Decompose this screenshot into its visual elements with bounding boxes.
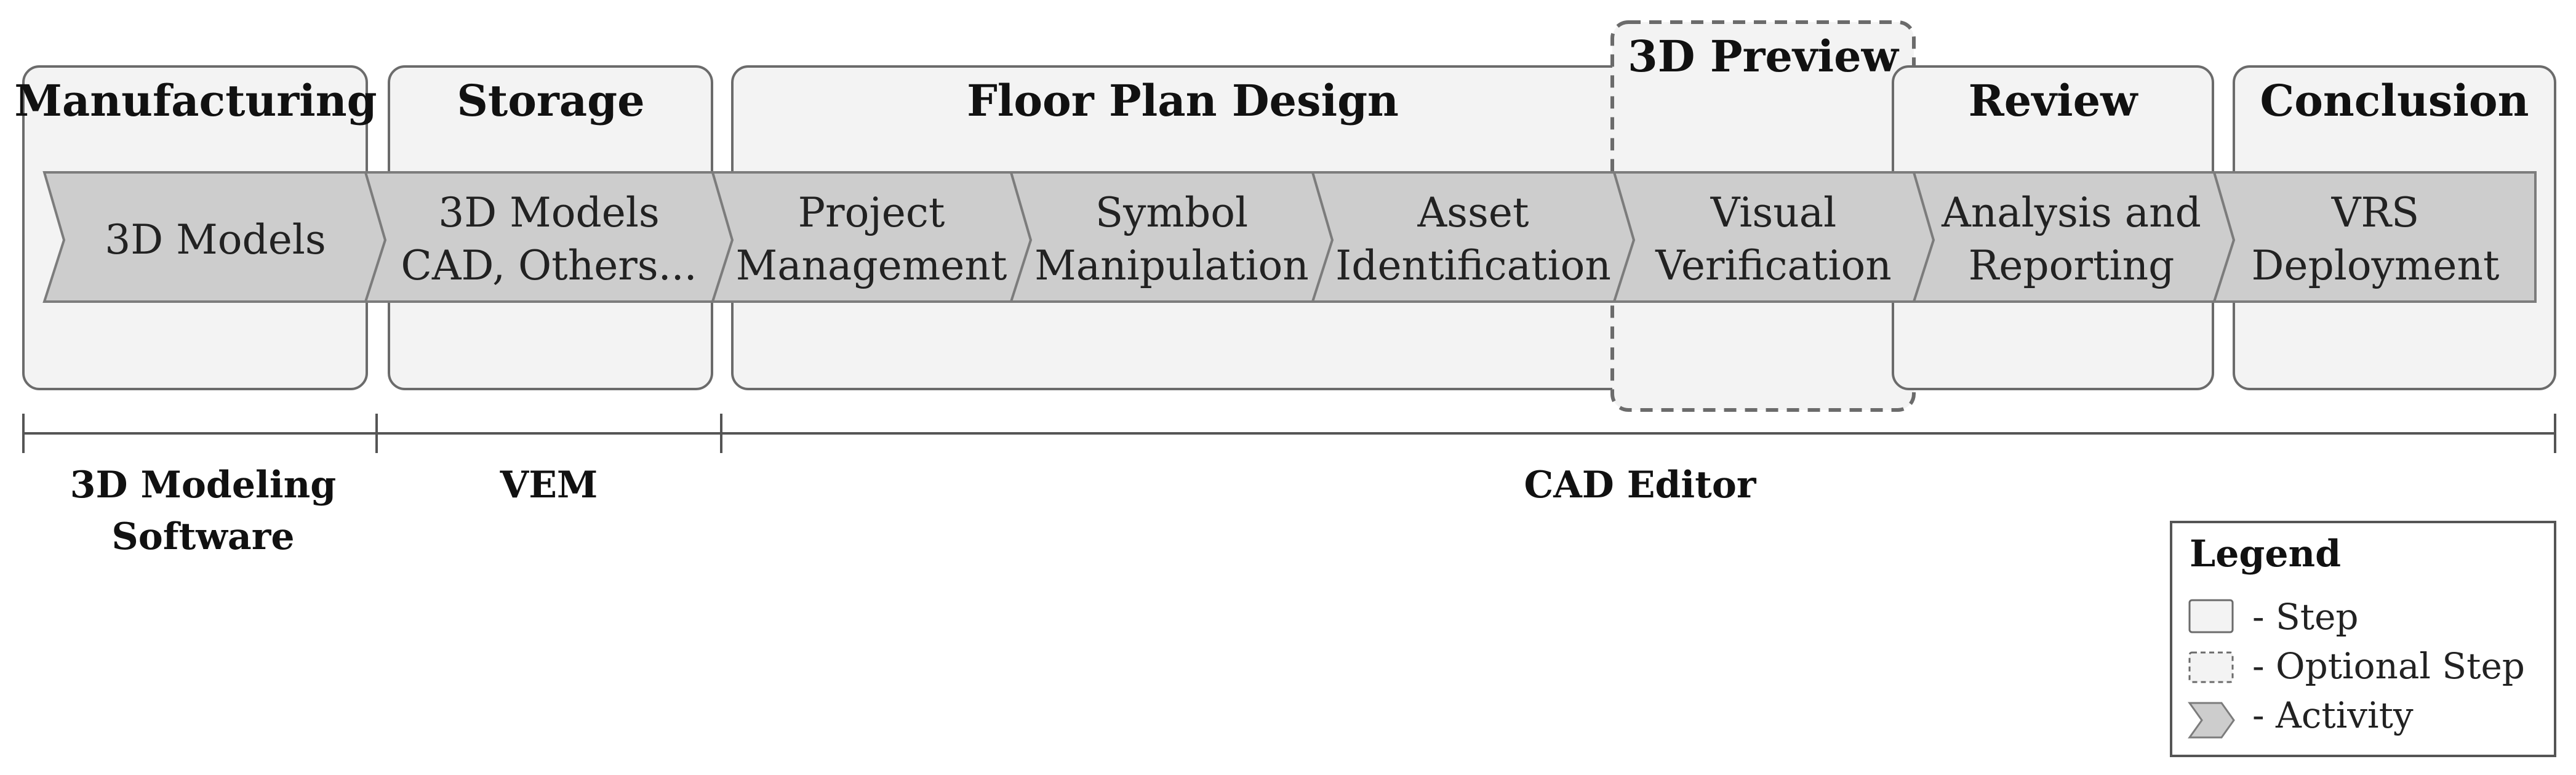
activity-label-5b: Identification (1335, 242, 1611, 289)
activity-label-2b: CAD, Others... (401, 242, 697, 289)
tool-label-vem: VEM (500, 464, 598, 507)
legend-step-swatch (2188, 599, 2234, 633)
activity-label-4a: Symbol (1095, 189, 1248, 236)
legend-step-label: - Step (2252, 596, 2359, 638)
activity-label-5a: Asset (1417, 189, 1529, 236)
step-title-storage: Storage (457, 75, 644, 126)
legend-activity-label: - Activity (2252, 694, 2414, 736)
activity-label-4b: Manipulation (1034, 242, 1309, 289)
activity-label-8a: VRS (2331, 189, 2420, 236)
legend-optional-step-swatch (2188, 651, 2234, 683)
tool-label-3d-modeling-b: Software (111, 515, 294, 558)
step-title-manufacturing: Manufacturing (14, 75, 377, 126)
activity-label-3b: Management (736, 242, 1007, 289)
step-title-floor-plan-design: Floor Plan Design (967, 75, 1399, 126)
legend-title: Legend (2190, 532, 2341, 576)
activity-label-7a: Analysis and (1941, 189, 2201, 236)
activity-label-6b: Verification (1655, 242, 1892, 289)
legend-activity-swatch (2188, 702, 2235, 739)
tool-label-cad-editor: CAD Editor (1524, 464, 1756, 507)
activity-label-3a: Project (798, 189, 945, 236)
activity-label-7b: Reporting (1969, 242, 2175, 289)
legend-optional-step-label: - Optional Step (2252, 645, 2525, 687)
activity-label-1: 3D Models (105, 216, 326, 263)
activity-label-6a: Visual (1710, 189, 1836, 236)
activity-label-2a: 3D Models (438, 189, 660, 236)
step-title-3d-preview: 3D Preview (1628, 31, 1900, 82)
activity-chevron-8 (2212, 171, 2537, 303)
step-title-conclusion: Conclusion (2260, 75, 2529, 126)
tool-label-3d-modeling-a: 3D Modeling (70, 464, 336, 507)
legend-box (2170, 521, 2556, 757)
step-title-review: Review (1969, 75, 2139, 126)
activity-label-8b: Deployment (2251, 242, 2499, 289)
